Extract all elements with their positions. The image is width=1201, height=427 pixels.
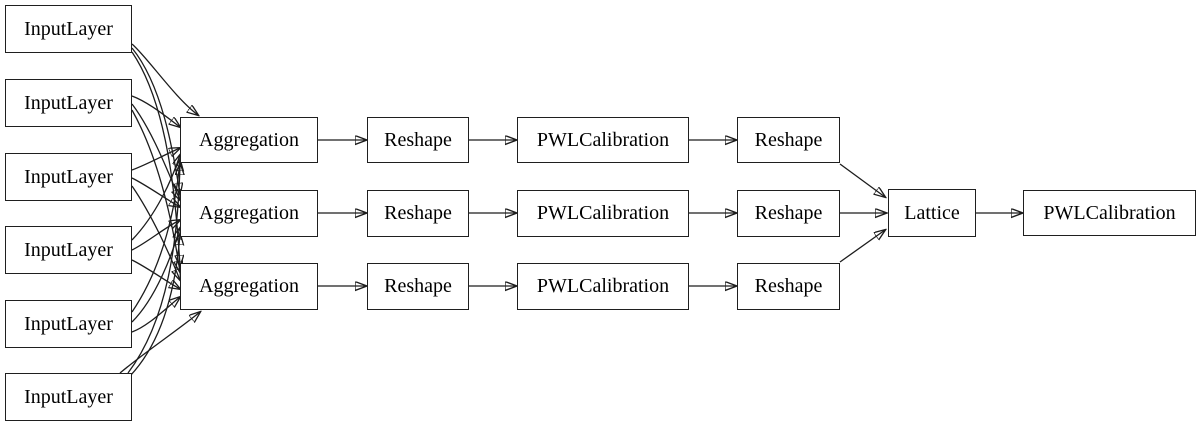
edge-input4-aggregation2 xyxy=(131,220,180,251)
node-input-layer-3: InputLayer xyxy=(5,153,132,201)
edge-input6-aggregation2 xyxy=(129,234,180,377)
edge-input1-aggregation1 xyxy=(131,43,198,115)
node-reshape-2b: Reshape xyxy=(737,190,840,237)
node-reshape-2a: Reshape xyxy=(367,190,469,237)
node-input-layer-5: InputLayer xyxy=(5,300,132,348)
edge-input5-aggregation1 xyxy=(131,160,180,313)
node-input-layer-4: InputLayer xyxy=(5,226,132,274)
edge-input2-aggregation1 xyxy=(131,95,180,127)
edge-input5-aggregation3 xyxy=(131,297,180,333)
edge-input6-aggregation1 xyxy=(127,164,180,374)
node-pwlcalibration-1: PWLCalibration xyxy=(517,117,689,163)
edge-reshape3b-lattice xyxy=(839,230,885,263)
node-reshape-1b: Reshape xyxy=(737,117,840,163)
node-pwlcalibration-2: PWLCalibration xyxy=(517,190,689,237)
node-lattice: Lattice xyxy=(888,189,976,237)
edge-input2-aggregation3 xyxy=(131,109,180,272)
node-input-layer-2: InputLayer xyxy=(5,79,132,127)
node-input-layer-6: InputLayer xyxy=(5,373,132,421)
node-reshape-3a: Reshape xyxy=(367,263,469,310)
edge-input3-aggregation3 xyxy=(131,185,180,280)
node-reshape-3b: Reshape xyxy=(737,263,840,310)
node-aggregation-1: Aggregation xyxy=(180,117,318,163)
edge-reshape1b-lattice xyxy=(839,163,885,197)
edge-input3-aggregation1 xyxy=(131,148,180,171)
edge-input6-aggregation3 xyxy=(119,312,200,374)
edge-input5-aggregation2 xyxy=(131,228,180,323)
node-input-layer-1: InputLayer xyxy=(5,5,132,53)
node-pwlcalibration-3: PWLCalibration xyxy=(517,263,689,310)
node-aggregation-3: Aggregation xyxy=(180,263,318,310)
edge-input4-aggregation3 xyxy=(131,259,180,289)
edge-input3-aggregation2 xyxy=(131,177,180,207)
node-pwlcalibration-final: PWLCalibration xyxy=(1023,190,1196,236)
edge-input1-aggregation2 xyxy=(131,47,180,194)
node-aggregation-2: Aggregation xyxy=(180,190,318,237)
node-reshape-1a: Reshape xyxy=(367,117,469,163)
